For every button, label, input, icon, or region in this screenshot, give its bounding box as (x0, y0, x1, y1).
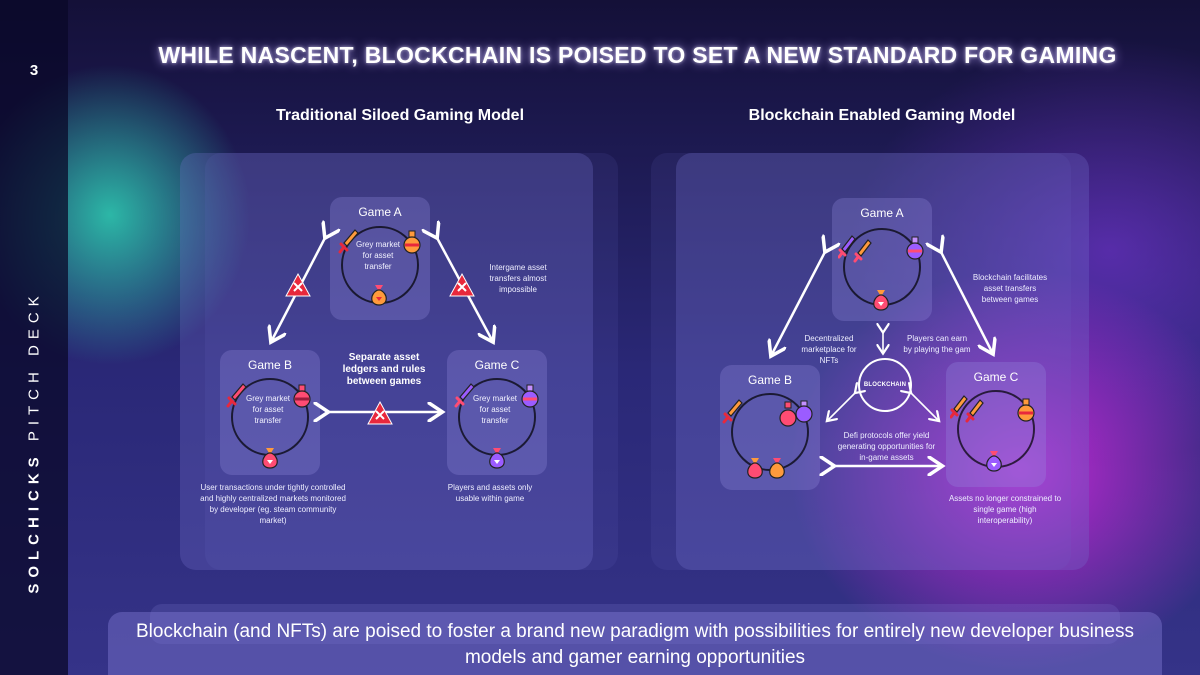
right-panel-title: Blockchain Enabled Gaming Model (748, 107, 1016, 124)
sword-icon (226, 383, 247, 408)
sword-icon (338, 229, 359, 254)
potion-icon (906, 236, 924, 260)
left-game-c-center-text: Grey market for asset transfer (472, 394, 517, 425)
sword-icon (722, 399, 743, 424)
sidebar-label: SOLCHICKS PITCH DECK (26, 290, 43, 593)
potion-icon (779, 400, 813, 427)
right-game-a-label: Game A (860, 206, 904, 220)
left-panel-title: Traditional Siloed Gaming Model (275, 107, 525, 124)
right-note-earn: Players can earn by playing the gam (903, 334, 971, 354)
money-bag-icon (986, 451, 1002, 472)
blockchain-node: BLOCKCHAIN (858, 358, 912, 412)
left-note-separate-ledgers: Separate asset ledgers and rules between… (342, 352, 426, 387)
right-panel-back (651, 153, 1071, 570)
money-bag-icon (873, 290, 889, 311)
right-note-defi: Defi protocols offer yield generating op… (837, 431, 936, 462)
sword-icon (454, 383, 475, 408)
left-game-b-center-text: Grey market for asset transfer (245, 394, 290, 425)
sidebar-label-bold: SOLCHICKS (25, 451, 43, 594)
footer-banner: Blockchain (and NFTs) are poised to fost… (108, 612, 1162, 675)
blockchain-label: BLOCKCHAIN (863, 382, 907, 388)
potion-icon (521, 384, 539, 408)
sword-icon (950, 395, 984, 423)
money-bag-icon (489, 448, 505, 469)
left-note-game-c: Players and assets only usable within ga… (447, 483, 533, 503)
left-game-c-label: Game C (474, 358, 520, 372)
sword-icon (838, 235, 872, 263)
right-game-b-label: Game B (747, 373, 792, 387)
left-game-b-label: Game B (247, 358, 292, 372)
potion-icon (1017, 398, 1035, 422)
money-bag-icon (371, 285, 387, 306)
left-game-a-center-text: Grey market for asset transfer (355, 240, 400, 271)
sidebar-label-rest: PITCH DECK (25, 290, 43, 442)
sidebar (0, 0, 68, 675)
right-game-c-label: Game C (973, 370, 1019, 384)
left-note-game-b: User transactions under tightly controll… (200, 483, 346, 525)
right-note-blockchain: Blockchain facilitates asset transfers b… (972, 273, 1048, 304)
right-note-marketplace: Decentralized marketplace for NFTs (801, 334, 857, 365)
money-bag-icon (747, 458, 785, 479)
left-note-intergame: Intergame asset transfers almost impossi… (489, 263, 547, 294)
right-note-game-c: Assets no longer constrained to single g… (948, 494, 1062, 525)
footer-text: Blockchain (and NFTs) are poised to fost… (135, 621, 1134, 668)
potion-icon (293, 384, 311, 408)
left-panel (180, 153, 593, 570)
left-game-a-label: Game A (358, 205, 402, 219)
footer-back (150, 604, 1120, 644)
potion-icon (403, 230, 421, 254)
slide-title: WHILE NASCENT, BLOCKCHAIN IS POISED TO S… (158, 42, 1117, 68)
money-bag-icon (262, 448, 278, 469)
page-number: 3 (29, 62, 39, 79)
